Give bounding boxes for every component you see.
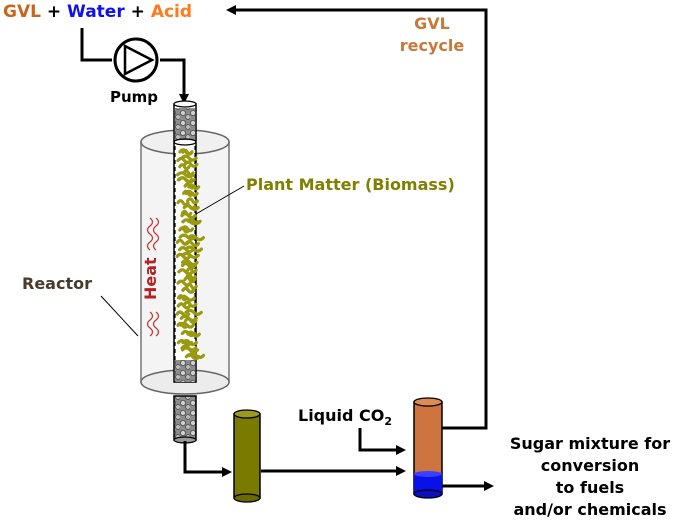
biomass-fragment [178,226,191,234]
biomass-fragment [180,261,197,270]
biomass-fragment [186,197,199,205]
feed-line [80,28,112,62]
biomass-fragment [180,154,198,162]
biomass-fragment [181,286,196,294]
biomass-fragment [175,238,190,246]
liquid-co2-subscript: 2 [384,415,393,429]
gvl-recycle-label-line2: recycle [399,36,465,55]
biomass-pointer [195,185,245,215]
output-label-line1: Sugar mixture for [509,434,671,453]
co2-line [358,428,406,455]
plant-matter-label: Plant Matter (Biomass) [246,175,455,194]
column [233,409,261,503]
separator-vessel [413,397,443,499]
biomass-fragment [187,351,206,360]
pump-outlet-line [160,58,189,104]
biomass-fragment [179,321,195,329]
biomass-fragment [185,282,198,290]
feed-plus-2: + [130,2,145,22]
output-label-line2: conversion [540,456,640,475]
gvl-recycle-label-line1: GVL [414,14,450,33]
reactor-outlet-tube [173,395,197,444]
liquid-co2-text: Liquid CO [298,406,385,425]
heat-label: Heat [141,257,160,300]
output-label-line4: and/or chemicals [513,500,667,519]
feed-gvl: GVL [3,2,41,22]
biomass-fragment [186,266,198,274]
biomass-fragment [184,189,199,197]
biomass-fill [175,148,206,361]
recycle-line [226,5,488,430]
reactor-to-column-line [183,441,232,477]
biomass-fragment [183,202,197,211]
biomass-fragment [179,314,198,322]
pump-label: Pump [110,88,159,106]
output-label-line3: to fuels [555,478,625,497]
biomass-fragment [181,218,200,226]
liquid-co2-label: Liquid CO2 [298,406,393,429]
biomass-fragment [187,183,201,191]
biomass-fragment [177,268,195,276]
biomass-fragment [184,308,203,316]
feed-acid: Acid [150,2,193,22]
biomass-fragment [178,163,191,171]
heat-waves [146,217,160,337]
biomass-fragment [186,330,201,338]
feed-label: GVL + Water + Acid [3,4,192,21]
biomass-fragment [176,321,189,329]
biomass-fragment [185,273,197,281]
reactor-label: Reactor [22,274,92,293]
biomass-fragment [177,294,189,302]
biomass-fragment [187,234,205,242]
biomass-fragment [181,339,198,347]
reactor-pointer [100,295,139,337]
biomass-fragment [183,160,199,168]
feed-water: Water [67,2,125,22]
biomass-fragment [176,302,192,310]
biomass-fragment [180,212,197,220]
pump-icon [113,37,159,83]
biomass-fragment [177,176,194,184]
biomass-fragment [184,245,203,253]
biomass-fragment [181,258,199,267]
biomass-fragment [182,300,198,308]
biomass-fragment [180,344,198,352]
feed-plus-1: + [46,2,62,22]
biomass-fragment [178,148,194,156]
biomass-fragment [176,171,195,179]
biomass-fragment [180,251,200,259]
